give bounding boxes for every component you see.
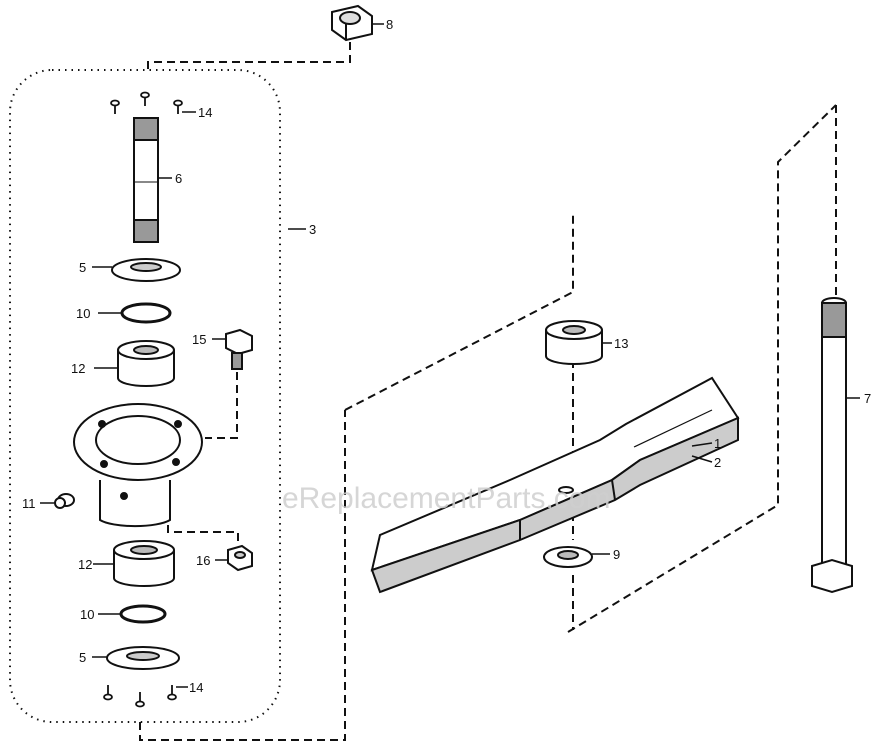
callout-2: 2 [714,455,721,470]
callout-6: 6 [175,171,182,186]
callout-13: 13 [614,336,628,351]
connector-lines [139,42,837,741]
callout-5-top: 5 [79,260,86,275]
hex-bolt-small-part [225,328,253,370]
spacer-plate-top-part [111,258,181,282]
spindle-shaft-part [133,117,159,243]
callout-1: 1 [714,436,721,451]
blade-washer-part [543,546,593,568]
hex-nut-small-part [227,544,253,572]
mower-blade-part [370,376,740,594]
callout-5-bottom: 5 [79,650,86,665]
spindle-housing-part [73,403,203,528]
watermark-text: eReplacementParts.com [282,482,610,515]
callout-14-top: 14 [198,105,212,120]
grease-fitting-part [54,493,75,509]
blade-spacer-part [545,320,603,365]
spacer-plate-bottom-part [106,646,180,670]
bearing-top-part [117,340,175,387]
callout-14-bottom: 14 [189,680,203,695]
bearing-bottom-part [113,540,175,587]
callout-11: 11 [22,496,36,511]
callout-labels: 8 14 6 3 5 10 15 12 11 12 16 10 5 14 13 … [22,17,871,695]
retaining-ring-top-part [120,302,172,324]
callout-16: 16 [196,553,210,568]
callout-12-bottom: 12 [78,557,92,572]
callout-7: 7 [864,391,871,406]
grease-fitting-bottom-part [103,685,177,708]
callout-12-top: 12 [71,361,85,376]
callout-9: 9 [613,547,620,562]
callout-15: 15 [192,332,206,347]
callout-10-top: 10 [76,306,90,321]
callout-8: 8 [386,17,393,32]
grease-fitting-top-part [110,91,183,114]
callout-3: 3 [309,222,316,237]
callout-10-bottom: 10 [80,607,94,622]
hex-nut-part [331,4,373,42]
blade-bolt-part [811,297,853,594]
retaining-ring-bottom-part [119,604,167,624]
